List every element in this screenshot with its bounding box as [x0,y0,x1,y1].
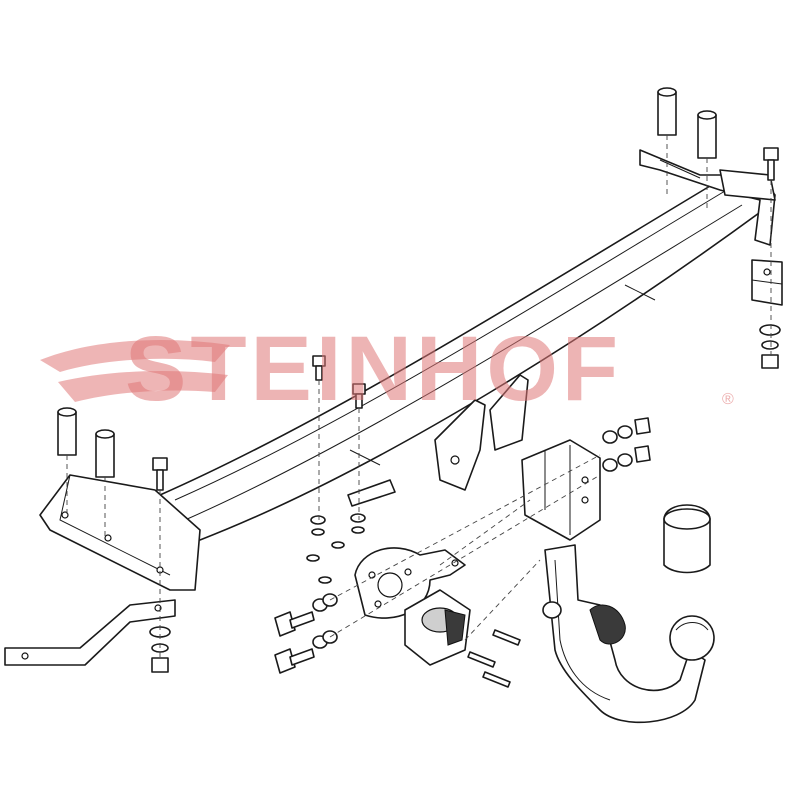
steinhof-logo-swoosh [40,340,230,402]
clamp-plate [751,259,783,306]
towbar-neck [542,544,706,724]
hitch-mount-block [521,439,601,541]
ball-cap [663,504,711,574]
socket-plate [354,547,466,619]
electric-socket [404,589,471,666]
spacer-tubes [57,87,717,478]
assembly-guide-lines [66,135,772,660]
crossbeam [159,179,771,541]
tow-ball [669,615,715,661]
mid-brackets [347,374,529,507]
lower-support-bracket [4,599,176,666]
registered-mark: ® [722,391,734,408]
washer-nut-stacks [149,324,781,673]
socket-screws [467,629,521,688]
mounting-bolts [152,147,779,491]
plate-bolts [274,593,338,674]
steinhof-watermark: STEINHOF ® [40,318,734,420]
brand-name: STEINHOF [125,318,622,420]
block-bolts [602,417,651,472]
